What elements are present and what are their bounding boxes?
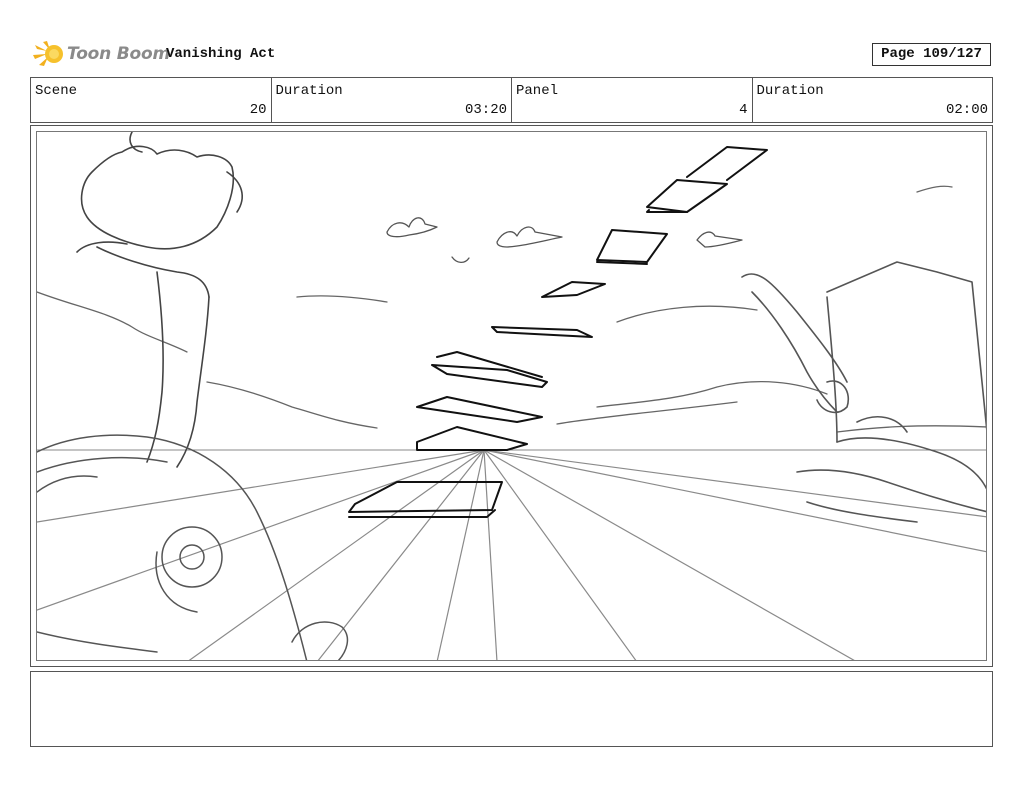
panel-cell: Panel 4 (512, 78, 753, 122)
toon-boom-burst-icon (33, 41, 63, 66)
scene-duration-cell: Duration 03:20 (272, 78, 512, 122)
panel-duration-value: 02:00 (945, 102, 988, 118)
panel-notes-box (30, 671, 993, 747)
storyboard-panel (36, 131, 987, 661)
panel-duration-cell: Duration 02:00 (753, 78, 993, 122)
scene-value: 20 (249, 102, 267, 118)
scene-cell: Scene 20 (31, 78, 272, 122)
panel-label: Panel (516, 83, 559, 99)
storyboard-sketch (37, 132, 986, 660)
toon-boom-logo: Toon Boom (33, 38, 170, 70)
panel-value: 4 (739, 102, 748, 118)
panel-info-row: Scene 20 Duration 03:20 Panel 4 Duration… (30, 77, 993, 123)
panel-duration-label: Duration (756, 83, 824, 99)
logo-text: Toon Boom (67, 44, 171, 64)
project-title: Vanishing Act (166, 46, 276, 62)
scene-duration-value: 03:20 (464, 102, 507, 118)
scene-label: Scene (35, 83, 78, 99)
scene-duration-label: Duration (275, 83, 343, 99)
page-indicator: Page 109/127 (872, 43, 991, 66)
storyboard-panel-frame (30, 125, 993, 667)
